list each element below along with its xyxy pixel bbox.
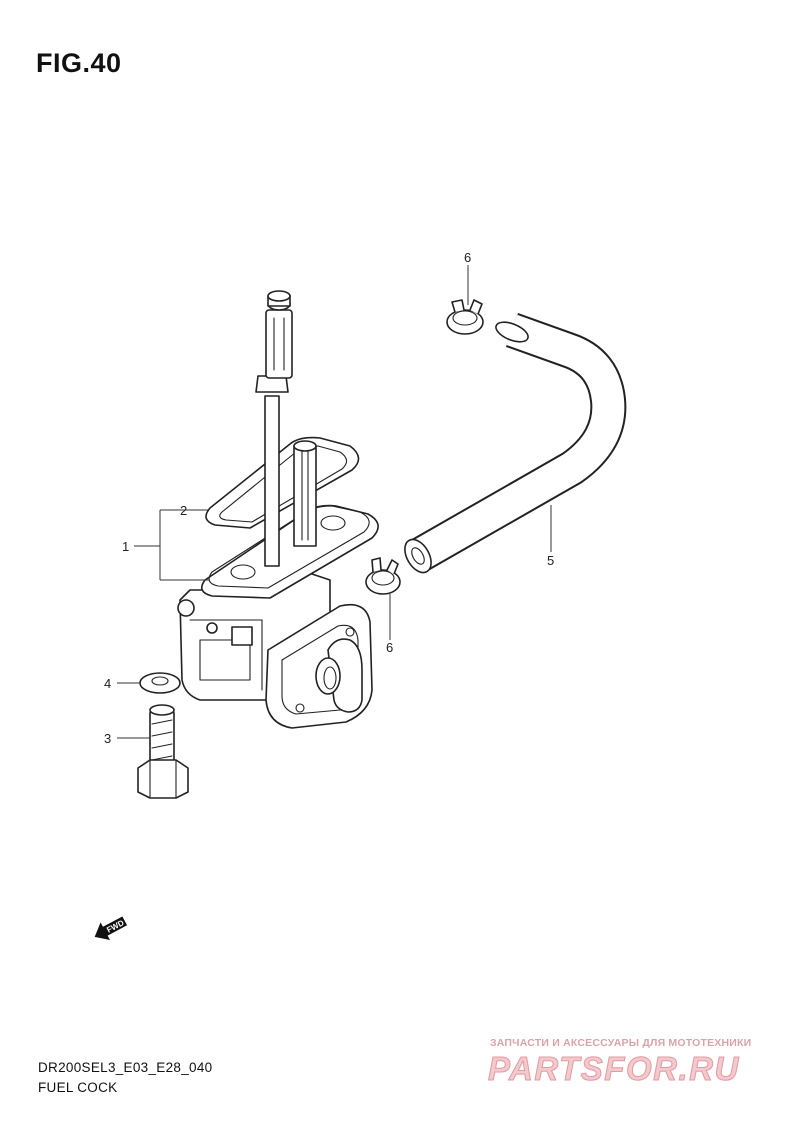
callout-6-bottom: 6 xyxy=(386,640,393,655)
hose-clip-part-6-bottom xyxy=(365,557,401,595)
figure-title: FIG.40 xyxy=(36,48,122,78)
fuel-hose-part-5 xyxy=(404,313,627,574)
callout-leaders xyxy=(117,265,552,739)
callout-6-top: 6 xyxy=(464,250,471,265)
bolt-part-3 xyxy=(137,704,189,799)
callout-4: 4 xyxy=(104,676,111,691)
diagram-caption: FUEL COCK xyxy=(38,1080,118,1095)
diagram-code: DR200SEL3_E03_E28_040 xyxy=(38,1060,213,1075)
callout-2: 2 xyxy=(180,503,187,518)
fwd-arrow-icon: FWD xyxy=(94,916,128,941)
washer-part-4 xyxy=(139,672,181,694)
callout-5: 5 xyxy=(547,553,554,568)
hose-clip-part-6-top xyxy=(446,299,484,335)
fuel-cock-body-part-1 xyxy=(177,569,373,729)
strainer-tubes xyxy=(255,290,317,567)
watermark-tagline: ЗАПЧАСТИ И АКСЕССУАРЫ ДЛЯ МОТОТЕХНИКИ xyxy=(490,1037,752,1049)
callout-1: 1 xyxy=(122,539,129,554)
watermark-brand: PARTSFOR.RU xyxy=(488,1050,740,1088)
callout-3: 3 xyxy=(104,731,111,746)
